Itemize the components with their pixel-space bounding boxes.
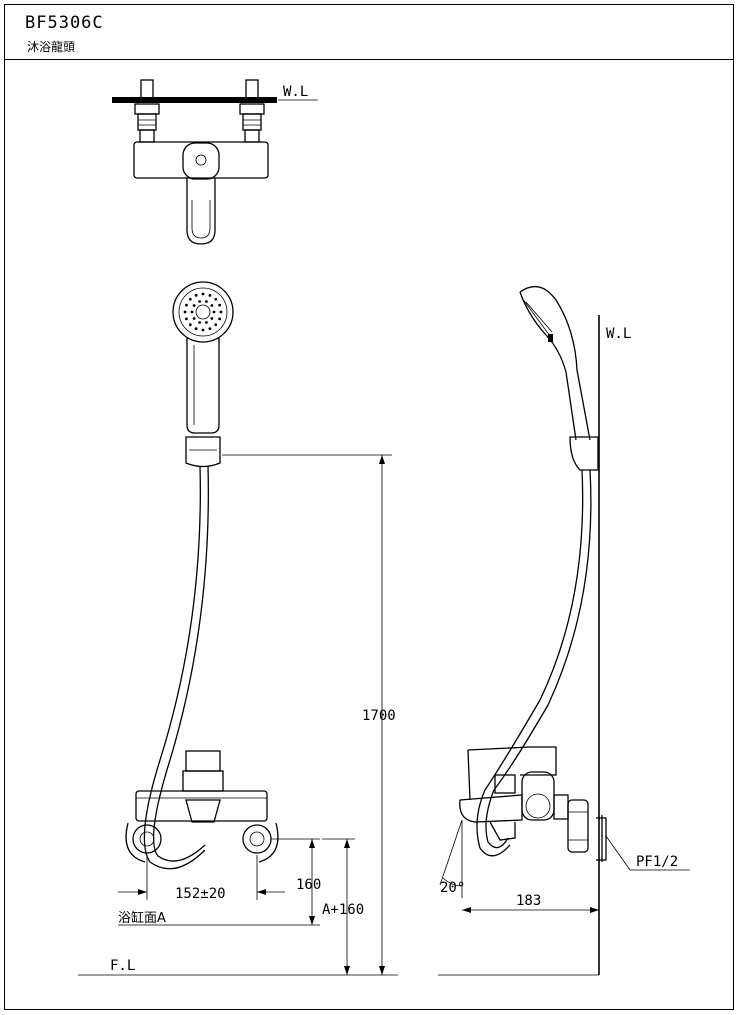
product-name: 沐浴龍頭: [27, 40, 76, 54]
front-view-hose: [143, 465, 206, 870]
dimension-projection: 183: [462, 893, 599, 913]
front-view-diverter-knob: [185, 750, 221, 772]
model-number: BF5306C: [25, 13, 104, 33]
spray-nozzle-dot: [201, 292, 205, 296]
dimension-shower-height-value: 1700: [362, 708, 396, 724]
top-view-lever-cap: [195, 154, 207, 166]
side-view-hose: [476, 469, 584, 857]
dimension-mount-height-value: A+160: [322, 902, 364, 918]
shower-spray-nozzles: [183, 292, 223, 332]
spray-nozzle-dot: [192, 304, 196, 307]
front-view-outlet: [185, 799, 221, 823]
drawing-sheet: BF5306C 沐浴龍頭: [4, 4, 734, 1010]
spray-nozzle-dot: [190, 310, 194, 314]
floor-line: F.L: [78, 958, 398, 976]
front-view-right-inlet: [242, 824, 272, 854]
side-view-spout: [459, 794, 523, 823]
spray-nozzle-dot: [198, 300, 202, 303]
wall-line-top-label: W.L: [283, 84, 308, 100]
title-block: BF5306C 沐浴龍頭: [5, 5, 733, 60]
pipe-thread-leader: [605, 835, 631, 871]
top-view-spout: [186, 178, 216, 245]
top-view-wall-plate: [112, 97, 277, 103]
dimension-inlet-height: 160: [271, 838, 321, 925]
spray-nozzle-dot: [219, 310, 223, 314]
spray-nozzle-dot: [194, 327, 198, 330]
front-view-shower-holder: [185, 436, 221, 468]
dimension-inlet-spacing: 152±20: [118, 855, 285, 902]
dimension-projection-value: 183: [516, 893, 541, 909]
front-view-left-inlet: [132, 824, 162, 854]
side-view-wall-connector: [553, 794, 607, 862]
dimension-spout-angle-value: 20°: [440, 880, 465, 896]
top-view-lever: [182, 142, 220, 180]
floor-line-label: F.L: [110, 958, 135, 974]
spray-nozzle-dot: [205, 300, 208, 303]
pipe-thread-label: PF1/2: [636, 854, 678, 870]
spray-nozzle-dot: [208, 327, 212, 330]
dimension-shower-height: 1700: [222, 454, 396, 975]
dimension-inlet-spacing-value: 152±20: [175, 886, 226, 902]
spray-nozzle-dot: [205, 321, 208, 324]
spray-nozzle-dot: [208, 294, 212, 297]
dimension-mount-height: A+160: [322, 838, 364, 975]
dimension-spout-angle: 20°: [439, 819, 465, 898]
bathtub-surface: 浴缸面A: [118, 910, 320, 926]
spray-nozzle-dot: [214, 323, 218, 327]
spray-nozzle-dot: [201, 328, 205, 332]
spray-nozzle-dot: [214, 297, 218, 301]
spray-nozzle-dot: [212, 310, 216, 314]
spray-nozzle-dot: [192, 317, 196, 320]
spray-nozzle-dot: [198, 321, 202, 324]
side-view-shower-head: [519, 285, 591, 441]
side-view: W.L: [438, 285, 690, 976]
top-view-right-connector: [239, 79, 265, 143]
spray-nozzle-dot: [218, 317, 222, 321]
spray-nozzle-dot: [185, 303, 188, 307]
side-view-lever: [467, 746, 557, 776]
front-view-shower-head: [172, 281, 234, 434]
spray-nozzle-dot: [194, 294, 198, 297]
dimension-inlet-height-value: 160: [296, 877, 321, 893]
spray-nozzle-dot: [185, 317, 188, 321]
top-view: W.L: [112, 79, 318, 245]
spray-nozzle-dot: [183, 310, 187, 314]
front-view: 1700 152±20 160 浴缸面A A+160: [78, 281, 398, 976]
side-view-valve-body: [521, 771, 555, 821]
top-view-valve-body: [133, 141, 269, 179]
bathtub-surface-label: 浴缸面A: [118, 910, 166, 926]
spray-nozzle-dot: [218, 303, 222, 307]
top-view-left-connector: [134, 79, 160, 143]
spray-nozzle-dot: [210, 304, 214, 307]
spray-nozzle-dot: [188, 323, 192, 327]
side-view-shower-holder: [569, 436, 599, 471]
spray-nozzle-dot: [188, 297, 192, 301]
wall-line-side-label: W.L: [606, 326, 631, 342]
spray-nozzle-dot: [210, 317, 214, 320]
